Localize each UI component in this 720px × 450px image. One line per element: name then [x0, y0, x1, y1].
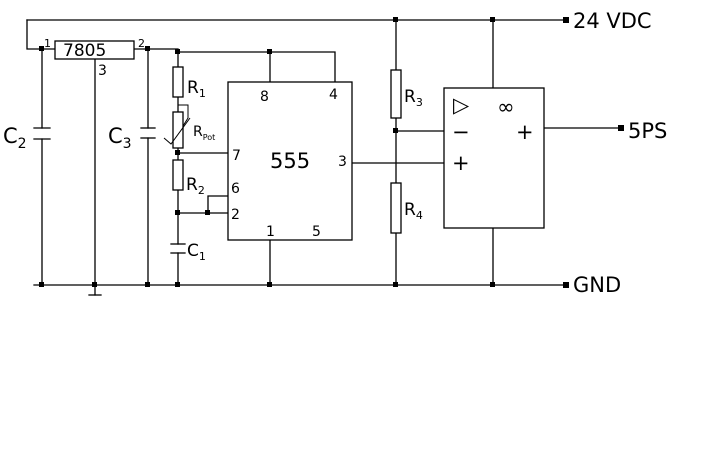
op-amp-infinity-symbol: ∞ — [497, 95, 515, 119]
timer-pin-1: 1 — [266, 224, 275, 240]
op-amp-plus-output: + — [516, 120, 534, 144]
op-amp-triangle-symbol: ▷ — [453, 93, 470, 117]
regulator-pin-out: 2 — [138, 37, 145, 50]
r3-label: R3 — [404, 87, 423, 109]
timer-pin-6: 6 — [231, 181, 240, 197]
c1-label: C1 — [187, 241, 206, 263]
regulator-7805: 7805 1 2 3 — [44, 37, 145, 79]
supply-rail-label: 24 VDC — [573, 9, 652, 33]
rail-terminals — [563, 17, 624, 288]
timer-555: 555 8 4 7 6 2 3 1 5 — [227, 81, 353, 241]
wires — [26, 19, 621, 296]
regulator-part-label: 7805 — [63, 41, 106, 61]
r2-label: R2 — [186, 175, 205, 197]
c3-label: C3 — [108, 124, 132, 152]
timer-pin-8: 8 — [260, 89, 269, 105]
resistor-r1: R1 — [172, 66, 206, 100]
regulator-pin-in: 1 — [44, 37, 51, 50]
c2-label: C2 — [3, 124, 27, 152]
resistor-r4: R4 — [390, 182, 423, 234]
timer-pin-2: 2 — [231, 207, 240, 223]
capacitor-c1: C1 — [170, 241, 206, 263]
regulator-pin-gnd: 3 — [98, 63, 107, 79]
op-amp: ▷ ∞ − + + — [443, 87, 545, 229]
capacitor-c3: C3 — [108, 124, 156, 152]
timer-pin-4: 4 — [329, 87, 338, 103]
op-amp-minus-input: − — [452, 120, 470, 144]
timer-pin-7: 7 — [232, 148, 241, 164]
ground-rail-label: GND — [573, 273, 621, 297]
r1-label: R1 — [187, 78, 206, 100]
capacitor-c2: C2 — [3, 124, 51, 152]
rpot-label: RPot — [193, 124, 215, 142]
timer-pin-5: 5 — [312, 224, 321, 240]
potentiometer-rpot: RPot — [163, 104, 215, 149]
r4-label: R4 — [404, 200, 423, 222]
junction-dots — [39, 17, 495, 287]
resistor-r2: R2 — [172, 159, 205, 197]
timer-pin-3: 3 — [338, 154, 347, 170]
op-amp-plus-input: + — [452, 151, 470, 175]
resistor-r3: R3 — [390, 69, 423, 119]
output-signal-label: 5PS — [628, 119, 667, 143]
timer-part-label: 555 — [270, 149, 310, 173]
